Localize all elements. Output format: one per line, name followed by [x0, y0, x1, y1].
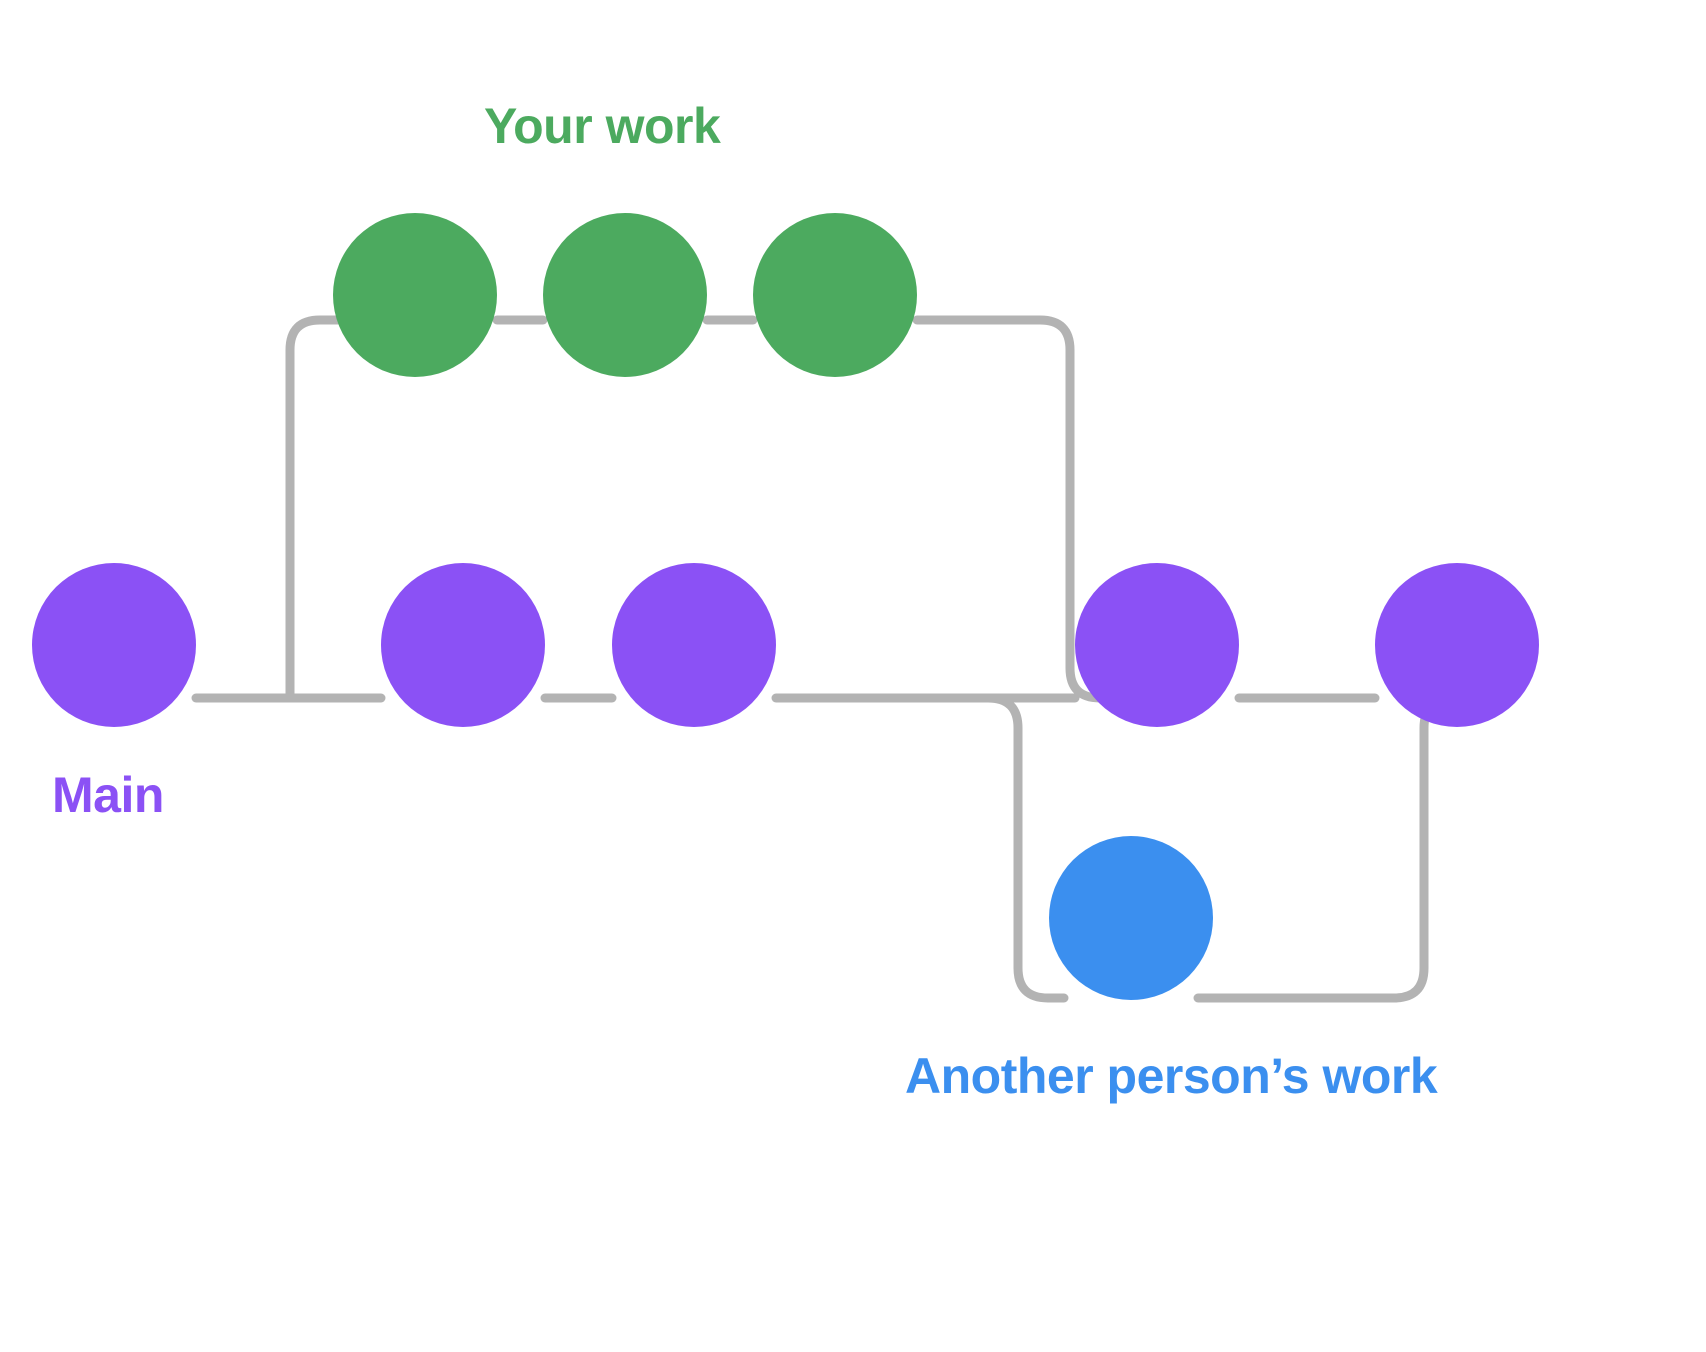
branch-label-another-person: Another person’s work [905, 1048, 1438, 1104]
node-layer [32, 213, 1539, 1000]
commit-node-another-person-1[interactable] [1049, 836, 1213, 1000]
commit-node-main-4[interactable] [1075, 563, 1239, 727]
commit-node-main-3[interactable] [612, 563, 776, 727]
commit-node-your-work-3[interactable] [753, 213, 917, 377]
commit-node-your-work-1[interactable] [333, 213, 497, 377]
branch-label-your-work: Your work [484, 98, 721, 154]
edge-branch-out-another-person [795, 693, 1069, 1003]
commit-node-main-2[interactable] [381, 563, 545, 727]
edge-branch-out-your-work [285, 315, 350, 703]
commit-node-main-1[interactable] [32, 563, 196, 727]
edge-merge-another-person [1193, 693, 1475, 1003]
branch-label-main: Main [52, 767, 164, 823]
commit-node-main-5[interactable] [1375, 563, 1539, 727]
edge-merge-your-work [912, 315, 1165, 703]
commit-node-your-work-2[interactable] [543, 213, 707, 377]
